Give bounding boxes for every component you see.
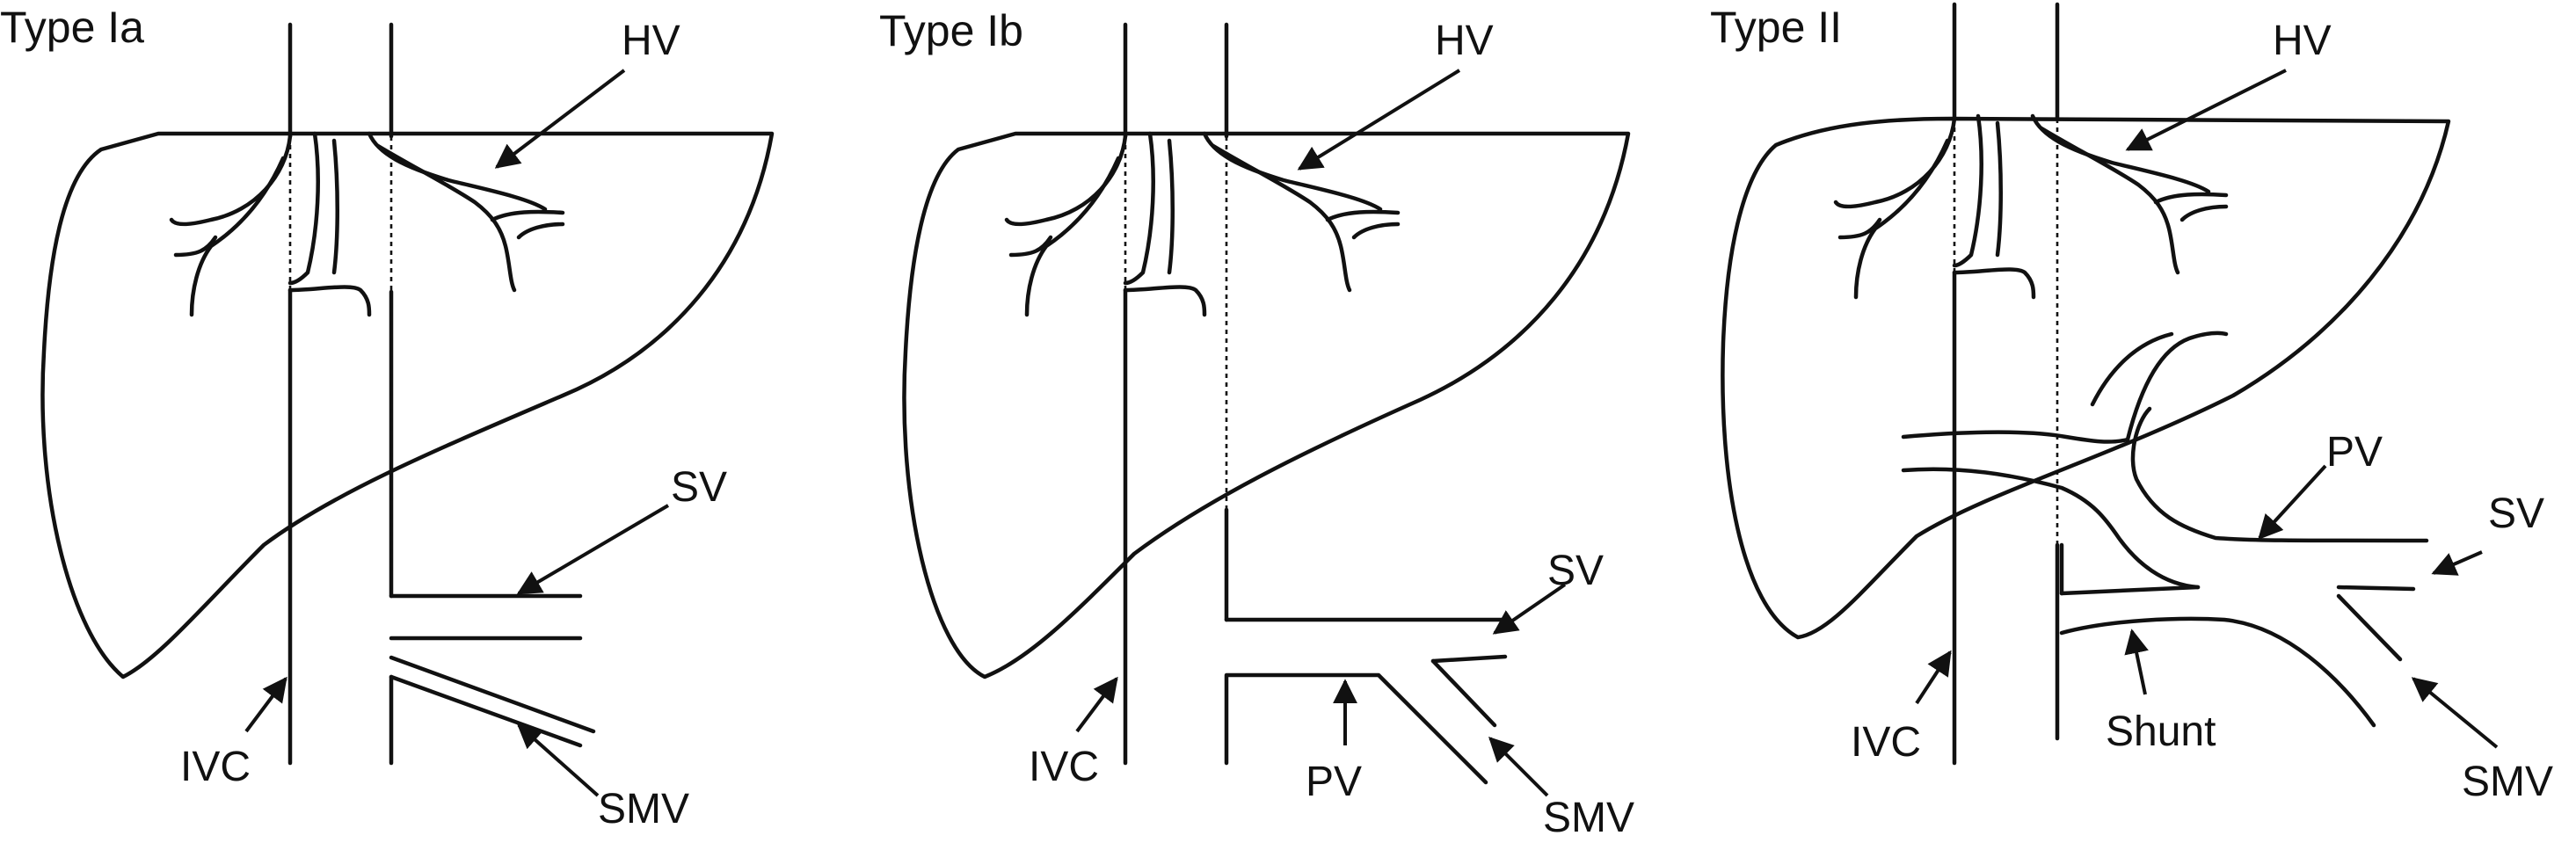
hv-arrow <box>1297 69 1461 171</box>
label-hv: HV <box>2273 18 2332 64</box>
label-shunt: Shunt <box>2106 709 2216 755</box>
hepatic-veins <box>169 131 565 317</box>
panel-title: Type Ia <box>0 3 144 52</box>
sv-arrow <box>516 504 670 595</box>
smv-lower-wall <box>2336 593 2403 662</box>
panel-title: Type Ib <box>879 6 1023 55</box>
portal-vein-wall <box>1224 672 1488 785</box>
panel-title: Type II <box>1710 3 1842 52</box>
smv-arrow <box>516 723 600 797</box>
smv-lower-wall <box>1430 658 1497 728</box>
ivc-arrow <box>1915 650 1952 705</box>
hv-arrow <box>2125 69 2287 151</box>
liver-outline <box>1721 116 2451 640</box>
label-smv: SMV <box>1543 795 1634 841</box>
smv-arrow <box>2411 677 2499 749</box>
ivc-arrow <box>1075 676 1118 733</box>
panel-type-ii: Type II <box>1710 2 2553 805</box>
label-pv: PV <box>2326 429 2383 476</box>
label-sv: SV <box>671 464 727 511</box>
liver-outline <box>40 131 775 679</box>
smv-upper-wall <box>389 655 596 734</box>
liver-outline <box>902 131 1631 679</box>
hv-arrow <box>494 69 626 169</box>
hepatic-veins <box>1833 113 2229 300</box>
smv-arrow <box>1488 737 1549 797</box>
label-ivc: IVC <box>1029 744 1099 790</box>
ivc-arrow <box>244 676 287 733</box>
sv-arrow <box>2431 550 2483 576</box>
sv-arrow <box>1492 583 1567 635</box>
panel-type-ib: Type Ib HV SV <box>879 6 1634 841</box>
intrahepatic-portal-branches <box>1901 331 2429 596</box>
smv-upper-wall <box>2336 585 2416 592</box>
shunt-vessel-wall <box>2059 616 2376 728</box>
label-pv: PV <box>1306 759 1362 805</box>
label-hv: HV <box>1435 18 1494 64</box>
pv-arrow <box>2258 464 2327 541</box>
label-smv: SMV <box>2462 759 2553 805</box>
label-ivc: IVC <box>1851 719 1921 766</box>
shunt-arrow <box>2124 629 2149 695</box>
smv-upper-wall <box>1430 654 1508 664</box>
label-hv: HV <box>622 18 680 64</box>
label-ivc: IVC <box>180 744 251 790</box>
panel-type-ia: Type Ia <box>0 3 775 832</box>
smv-lower-wall <box>389 674 583 748</box>
label-sv: SV <box>2488 491 2544 537</box>
label-smv: SMV <box>598 786 689 832</box>
label-sv: SV <box>1547 548 1604 594</box>
hepatic-veins <box>1004 131 1401 317</box>
